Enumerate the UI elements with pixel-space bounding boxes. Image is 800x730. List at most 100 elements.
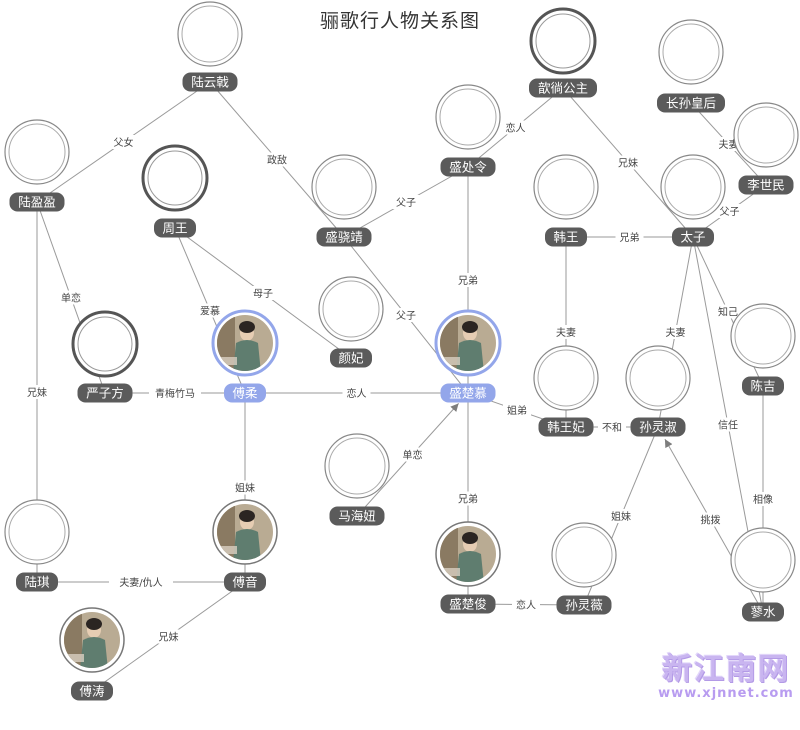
portrait-photo [440, 526, 496, 582]
edge-label-bg [661, 325, 690, 339]
node-taizi[interactable]: 太子 [660, 154, 726, 247]
node-hanwang[interactable]: 韩王 [533, 154, 599, 247]
avatar [730, 303, 796, 369]
node-label-pill[interactable] [440, 594, 496, 614]
node-label-pill[interactable] [672, 227, 714, 247]
node-label: 歆徜公主 [538, 81, 588, 96]
edge-label-bg [154, 629, 183, 644]
avatar [211, 309, 279, 377]
edge-label-bg [501, 120, 530, 135]
node-shengxiaojing[interactable]: 盛骁靖 [311, 154, 377, 247]
node-label-pill[interactable] [440, 383, 496, 403]
node-shengchuling[interactable]: 盛处令 [435, 84, 501, 177]
node-label-pill[interactable] [440, 157, 496, 177]
edge-shengxiaojing-shengchumu: 父子 [343, 236, 469, 394]
node-fourou[interactable]: 傅柔 [211, 309, 279, 403]
node-hanwangfei[interactable]: 韩王妃 [533, 345, 599, 437]
edge-label-bg [342, 386, 371, 400]
edge-label-bg [454, 273, 482, 287]
edge-label: 单恋 [403, 449, 423, 462]
node-lishimin[interactable]: 李世民 [733, 102, 799, 195]
node-sunlingwei[interactable]: 孙灵薇 [551, 522, 617, 615]
edge-label-bg [196, 303, 224, 318]
avatar [435, 521, 501, 587]
node-label-pill[interactable] [742, 376, 784, 396]
edge-luyunji-shengxiaojing: 政敌 [209, 81, 345, 238]
avatar [660, 154, 726, 220]
edge-label: 恋人 [347, 387, 367, 400]
edge-label-bg [263, 152, 291, 167]
edge-label-bg [607, 509, 635, 523]
node-luyingying[interactable]: 陆盈盈 [4, 119, 70, 212]
edge-zhouwang-yanfei: 母子 [174, 227, 352, 359]
node-shengchumu[interactable]: 盛楚慕 [434, 309, 502, 403]
node-label-pill[interactable] [71, 681, 113, 701]
node-shengchujun[interactable]: 盛楚俊 [435, 521, 501, 614]
edge-label-bg [749, 492, 777, 506]
node-label: 盛楚慕 [449, 386, 487, 401]
node-label: 陆琪 [24, 575, 50, 590]
node-luqi[interactable]: 陆琪 [4, 499, 70, 592]
node-zhouwang[interactable]: 周王 [141, 144, 209, 238]
edge-shengxiaojing-shengchuling: 父子 [343, 166, 469, 238]
node-label-pill[interactable] [224, 572, 266, 592]
node-xinyi[interactable]: 歆徜公主 [529, 7, 597, 98]
edge-label: 挑拨 [701, 514, 721, 527]
node-label-pill[interactable] [224, 383, 266, 403]
node-luyunji[interactable]: 陆云戟 [177, 1, 243, 92]
node-label-pill[interactable] [742, 602, 784, 622]
node-label-pill[interactable] [9, 192, 65, 212]
node-label-pill[interactable] [330, 348, 372, 368]
node-sunlingshu[interactable]: 孙灵淑 [625, 345, 691, 437]
node-label-pill[interactable] [545, 227, 587, 247]
node-label-pill[interactable] [329, 506, 385, 526]
node-label: 陆盈盈 [18, 195, 56, 210]
edge-label-bg [512, 597, 540, 612]
node-label-pill[interactable] [738, 175, 794, 195]
avatar [318, 276, 384, 342]
edge-label: 兄妹 [27, 387, 47, 399]
node-chenji[interactable]: 陈吉 [730, 303, 796, 396]
node-label-pill[interactable] [630, 417, 686, 437]
avatar [533, 154, 599, 220]
edge-label-bg [392, 308, 420, 322]
node-label: 盛楚俊 [449, 597, 487, 612]
node-label-pill[interactable] [529, 78, 597, 98]
watermark-url: www.xjnnet.com [658, 686, 794, 701]
node-mahainiu[interactable]: 马海妞 [324, 433, 390, 526]
watermark: 新江南网 www.xjnnet.com [652, 644, 800, 701]
avatar [4, 499, 70, 565]
node-label: 太子 [680, 230, 705, 245]
avatar [529, 7, 597, 75]
node-foutao[interactable]: 傅涛 [59, 607, 125, 701]
edge-luyunji-luyingying: 父女 [36, 81, 211, 203]
edge-label: 爱慕 [200, 305, 220, 318]
node-label-pill[interactable] [538, 417, 594, 437]
node-label-pill[interactable] [154, 218, 196, 238]
node-label-pill[interactable] [16, 572, 58, 592]
avatar [625, 345, 691, 411]
node-label: 傅音 [232, 575, 257, 590]
node-label-pill[interactable] [316, 227, 372, 247]
edge-label-bg [249, 286, 277, 300]
node-fouyin[interactable]: 傅音 [212, 499, 278, 592]
edge-label: 夫妻 [556, 326, 576, 339]
node-label: 韩王妃 [547, 420, 585, 435]
node-label-pill[interactable] [657, 93, 725, 113]
edge-label-bg [714, 304, 742, 319]
node-label: 孙灵淑 [639, 420, 677, 435]
node-zhangsun[interactable]: 长孙皇后 [657, 19, 725, 113]
node-mushui[interactable]: 蓼水 [730, 527, 796, 622]
portrait-photo [440, 315, 496, 371]
edge-label-bg [392, 195, 420, 209]
node-label-pill[interactable] [556, 595, 612, 615]
node-label-pill[interactable] [182, 72, 238, 92]
avatar [658, 19, 724, 85]
node-yanfei[interactable]: 颜妃 [318, 276, 384, 368]
node-yanzifang[interactable]: 严子方 [71, 310, 139, 403]
node-label: 盛处令 [449, 160, 487, 175]
node-label-pill[interactable] [77, 383, 133, 403]
edge-label: 兄妹 [618, 158, 638, 170]
edge-hanwang-taizi: 兄弟 [566, 230, 693, 244]
